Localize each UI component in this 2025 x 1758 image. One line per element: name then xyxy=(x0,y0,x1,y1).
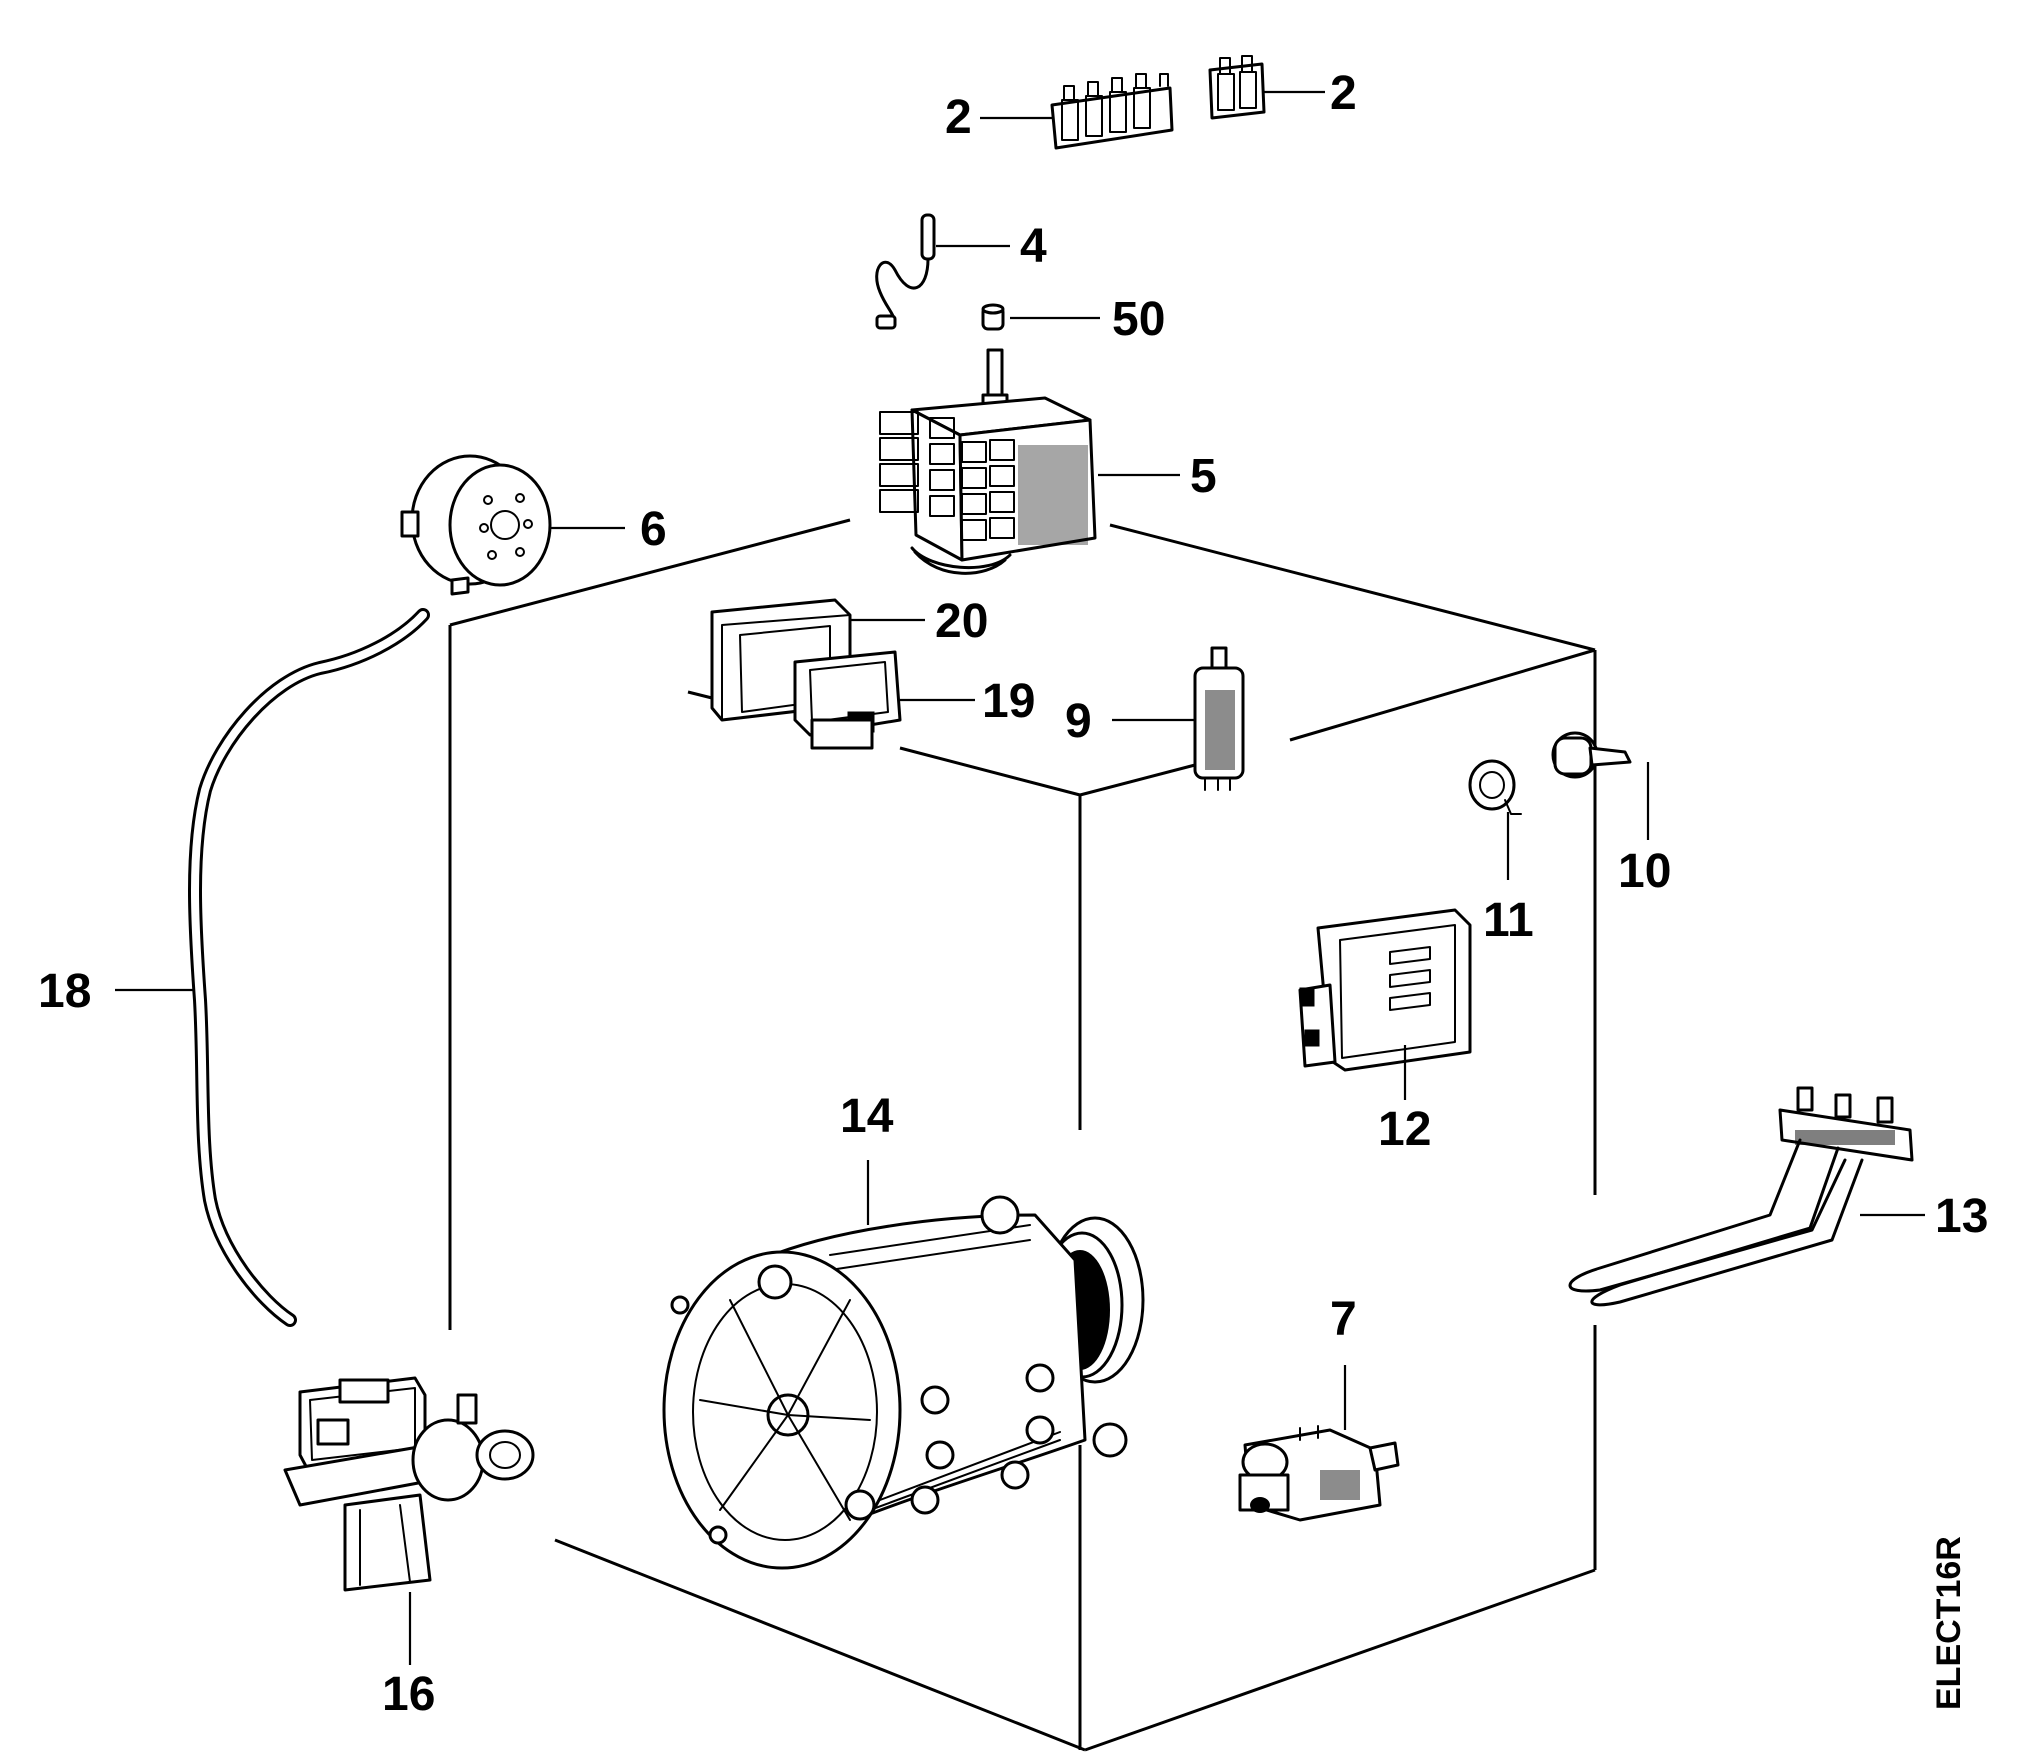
part-19-door-interlock xyxy=(793,650,975,750)
part-13-heating-element xyxy=(1568,1086,1925,1307)
callout-9: 9 xyxy=(1065,695,1092,748)
callout-20: 20 xyxy=(935,595,988,648)
callout-4: 4 xyxy=(1020,220,1047,273)
callout-2-left: 2 xyxy=(945,91,972,144)
callout-labels: 2 2 4 50 5 6 20 19 9 10 11 12 18 14 13 7… xyxy=(38,67,1988,1721)
part-2-terminal-strip-small xyxy=(1208,55,1325,120)
callout-50: 50 xyxy=(1112,293,1165,346)
callout-14: 14 xyxy=(840,1090,894,1143)
part-9-capacitor xyxy=(1112,646,1245,791)
part-2-terminal-strip-multi xyxy=(980,73,1174,150)
drawing-reference-code: ELECT16R xyxy=(1930,1536,1968,1710)
callout-2-right: 2 xyxy=(1330,67,1357,120)
part-14-drive-motor xyxy=(662,1160,1145,1570)
part-18-pressure-hose xyxy=(115,608,430,1327)
part-4-wire-probe xyxy=(875,213,1010,330)
part-12-electronic-module xyxy=(1298,908,1472,1100)
part-16-drain-pump-assembly xyxy=(283,1376,535,1665)
part-50-knob-cap xyxy=(981,303,1100,331)
callout-5: 5 xyxy=(1190,450,1217,503)
part-11-temperature-sensor xyxy=(1468,759,1522,880)
callout-11: 11 xyxy=(1483,894,1534,947)
callout-19: 19 xyxy=(982,675,1035,728)
part-6-motor-disc xyxy=(400,454,625,596)
callout-13: 13 xyxy=(1935,1190,1988,1243)
part-5-programme-timer xyxy=(879,348,1180,575)
part-7-water-inlet-valve xyxy=(1238,1365,1400,1522)
cabinet-outline xyxy=(448,518,1597,1752)
callout-6: 6 xyxy=(640,503,667,556)
callout-7: 7 xyxy=(1330,1293,1357,1346)
callout-16: 16 xyxy=(382,1668,435,1721)
callout-18: 18 xyxy=(38,965,91,1018)
part-10-thermostat xyxy=(1551,731,1650,840)
callout-12: 12 xyxy=(1378,1103,1431,1156)
callout-10: 10 xyxy=(1618,845,1671,898)
